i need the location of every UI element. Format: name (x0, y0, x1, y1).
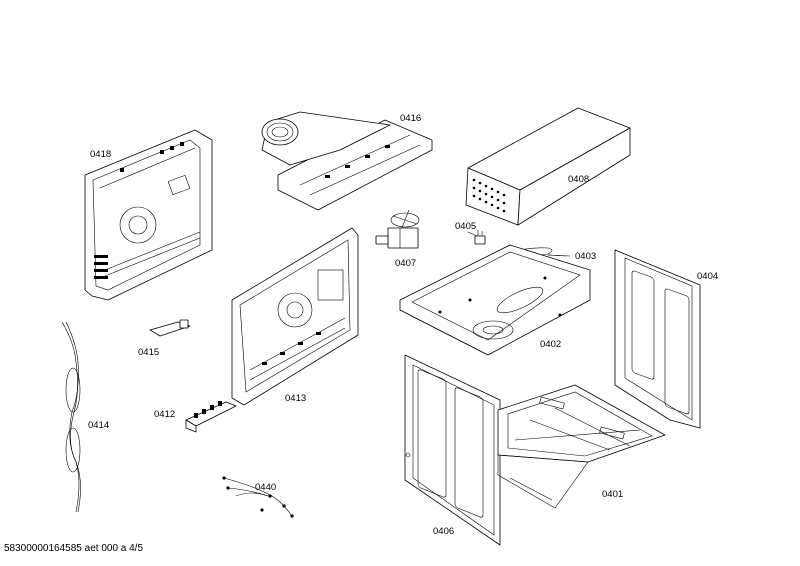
part-0414-power-cable[interactable] (61, 321, 81, 513)
label-0440: 0440 (255, 482, 276, 493)
label-0406: 0406 (433, 526, 454, 537)
part-0405-switch[interactable] (474, 230, 486, 245)
part-0401-bottom-frame[interactable] (497, 384, 666, 509)
label-0402: 0402 (540, 339, 561, 350)
part-0415-sensor[interactable] (149, 319, 191, 337)
label-0408: 0408 (568, 174, 589, 185)
part-0404-right-side-wall[interactable] (614, 249, 701, 429)
label-0412: 0412 (154, 409, 175, 420)
label-0416: 0416 (400, 113, 421, 124)
label-0413: 0413 (285, 393, 306, 404)
part-0406-left-side-wall[interactable] (404, 354, 501, 546)
label-0405: 0405 (455, 221, 476, 232)
document-reference-footer: 58300000164585 aet 000 a 4/5 (4, 543, 144, 554)
part-0440-wiring-harness[interactable] (222, 476, 294, 518)
part-0412-terminal-block[interactable] (185, 401, 237, 433)
leader-lines (467, 231, 567, 257)
label-0415: 0415 (138, 347, 159, 358)
part-0402-top-plate[interactable] (399, 244, 591, 356)
part-0418-rear-panel[interactable] (84, 129, 213, 301)
label-0404: 0404 (697, 271, 718, 282)
part-0413-cavity-back-wall[interactable] (231, 227, 359, 406)
label-0401: 0401 (602, 489, 623, 500)
label-0414: 0414 (88, 420, 109, 431)
label-0403: 0403 (575, 251, 596, 262)
label-0418: 0418 (90, 149, 111, 160)
part-0416-cooling-fan-duct[interactable] (261, 111, 433, 211)
label-0407: 0407 (395, 258, 416, 269)
part-0407-fan-motor[interactable] (375, 209, 420, 249)
part-0408-top-cover[interactable] (465, 107, 631, 226)
